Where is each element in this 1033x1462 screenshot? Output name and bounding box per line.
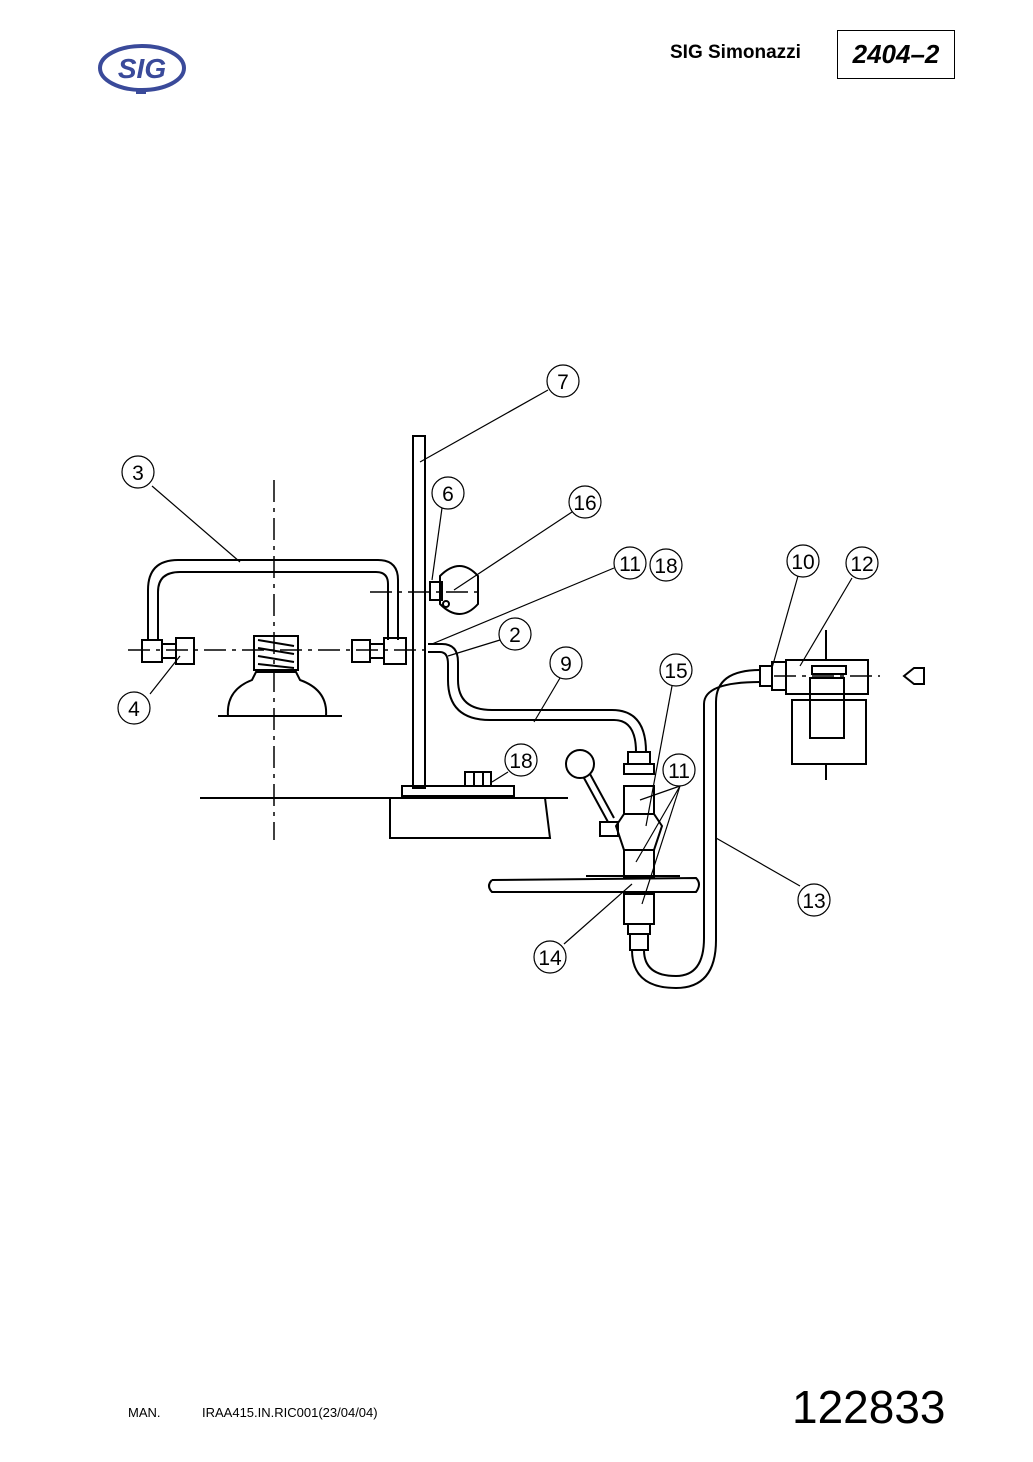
callout-label-10: 10 bbox=[791, 551, 814, 574]
callout-18-lower bbox=[504, 743, 538, 777]
callout-label-16: 16 bbox=[573, 492, 596, 515]
callout-label-9: 9 bbox=[560, 653, 572, 676]
callout-16 bbox=[568, 485, 602, 519]
callout-12 bbox=[845, 546, 879, 580]
footer-reference: IRAA415.IN.RIC001(23/04/04) bbox=[202, 1405, 378, 1420]
page-number: 122833 bbox=[792, 1381, 946, 1433]
callout-label-13: 13 bbox=[802, 890, 825, 913]
callout-label-11-upper: 11 bbox=[619, 553, 641, 576]
sig-logo-icon: SIG bbox=[98, 44, 186, 94]
vertical-post bbox=[412, 435, 426, 789]
upper-pipe bbox=[147, 559, 399, 640]
company-name: SIG Simonazzi bbox=[670, 42, 801, 63]
callout-label-2: 2 bbox=[509, 624, 521, 647]
callout-11-upper bbox=[613, 546, 647, 580]
footer-man-label: MAN. bbox=[128, 1405, 161, 1420]
document-number: 2404–2 bbox=[837, 30, 955, 79]
callout-label-11-lower: 11 bbox=[668, 760, 690, 783]
callout-18-upper bbox=[649, 548, 683, 582]
callout-11-lower bbox=[662, 753, 696, 787]
callout-7 bbox=[546, 364, 580, 398]
svg-text:SIG: SIG bbox=[118, 53, 166, 84]
callout-label-7: 7 bbox=[557, 371, 569, 394]
callout-9 bbox=[549, 646, 583, 680]
base-plate bbox=[401, 785, 515, 797]
callout-label-14: 14 bbox=[538, 947, 562, 970]
callout-4 bbox=[117, 691, 151, 725]
callout-15 bbox=[659, 653, 693, 687]
callout-label-6: 6 bbox=[442, 483, 454, 506]
callout-label-18-lower: 18 bbox=[509, 750, 532, 773]
callout-3 bbox=[121, 455, 155, 489]
callout-label-4: 4 bbox=[128, 698, 140, 721]
callout-label-3: 3 bbox=[132, 462, 144, 485]
callout-2 bbox=[498, 617, 532, 651]
callout-10 bbox=[786, 544, 820, 578]
callout-6 bbox=[431, 476, 465, 510]
callout-label-18-upper: 18 bbox=[654, 555, 677, 578]
callout-13 bbox=[797, 883, 831, 917]
callout-label-12: 12 bbox=[850, 553, 873, 576]
callout-14 bbox=[533, 940, 567, 974]
callout-label-15: 15 bbox=[664, 660, 687, 683]
